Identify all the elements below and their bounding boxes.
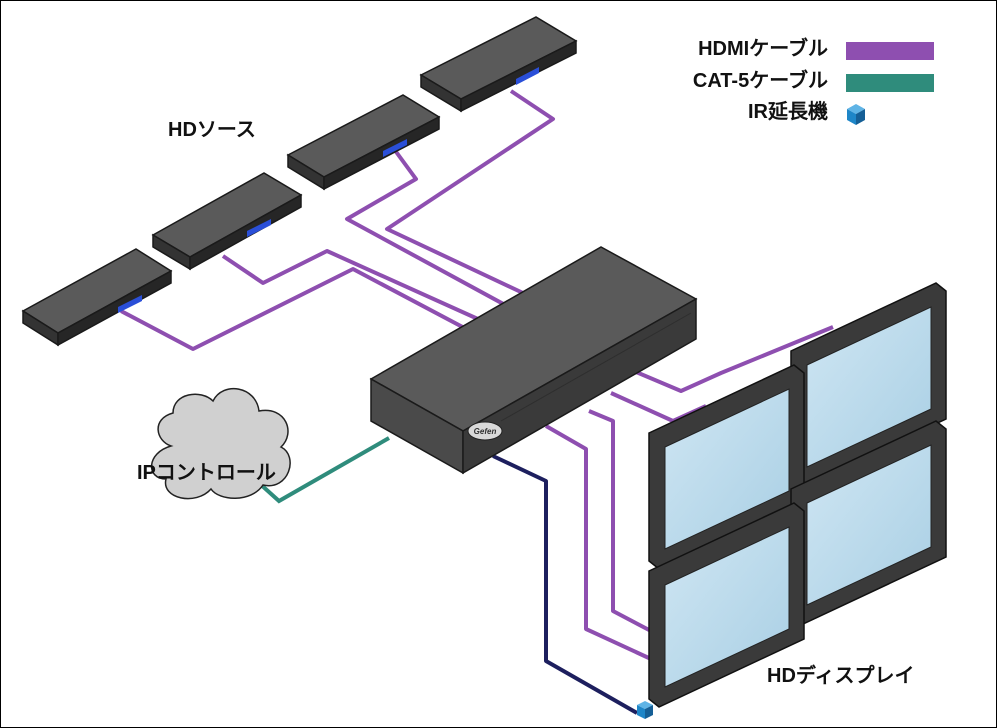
matrix-switch: Gefen <box>369 246 698 475</box>
hdmi-cable-source-3 <box>345 147 532 321</box>
hd-source-3 <box>286 94 441 191</box>
hdmi-cable-source-4 <box>385 89 558 311</box>
cat5-cable <box>257 436 390 504</box>
hdmi-cable-display-1 <box>628 325 834 393</box>
hd-source-2 <box>151 172 303 271</box>
legend-label-cat5: CAT-5ケーブル <box>692 70 828 92</box>
hdmi-cable-display-3 <box>588 409 652 633</box>
ir-cable <box>492 454 638 715</box>
legend-swatch-cat5 <box>846 74 934 92</box>
legend-swatch-ir <box>847 104 865 125</box>
hdmi-cable-source-1 <box>120 267 490 351</box>
ir-extender-cube <box>637 701 653 719</box>
gefen-badge <box>467 421 503 441</box>
hd-source-4 <box>419 16 578 113</box>
label-hd-sources: HDソース <box>168 119 256 141</box>
hdmi-cable-display-4 <box>545 424 652 661</box>
legend-label-hdmi: HDMIケーブル <box>698 38 828 60</box>
hd-source-1 <box>21 248 173 347</box>
label-ip-control: IPコントロール <box>137 462 276 484</box>
gefen-logo-text: Gefen <box>474 427 497 436</box>
hdmi-cable-source-2 <box>221 249 510 335</box>
legend-swatch-hdmi <box>846 42 934 60</box>
display-bottom-right <box>790 420 947 626</box>
display-bottom-left <box>648 502 805 708</box>
ip-cloud <box>150 387 291 500</box>
legend-label-ir: IR延長機 <box>748 101 828 123</box>
label-hd-displays: HDディスプレイ <box>767 665 915 687</box>
